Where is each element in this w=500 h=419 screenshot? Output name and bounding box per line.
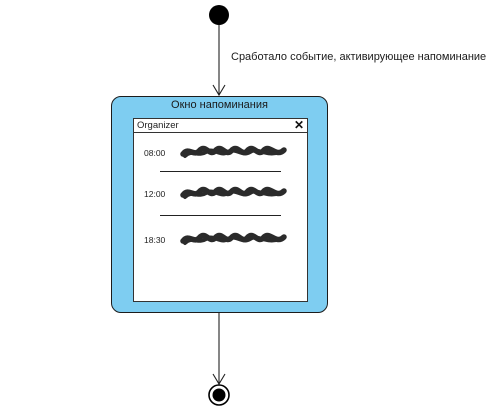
organizer-window: Organizer ✕ 08:00 12:00 18:30 — [133, 118, 308, 302]
transition-arrowhead-top — [212, 84, 226, 97]
window-title: Organizer — [137, 120, 179, 131]
entry-divider — [160, 171, 281, 172]
scribble-icon — [180, 186, 287, 199]
state-title: Окно напоминания — [171, 99, 268, 111]
entry-divider — [160, 215, 281, 216]
transition-arrowhead-bottom — [212, 373, 226, 386]
entry-time: 08:00 — [144, 148, 166, 158]
scribble-icon — [180, 145, 287, 158]
entry-time: 12:00 — [144, 189, 166, 199]
reminder-window-state: Окно напоминания Organizer ✕ 08:00 12:00… — [111, 96, 328, 313]
entry-time: 18:30 — [144, 235, 166, 245]
close-icon[interactable]: ✕ — [293, 118, 304, 132]
transition-event-label: Сработало событие, активирующее напомина… — [231, 51, 487, 63]
window-titlebar: Organizer ✕ — [134, 118, 307, 133]
initial-node-icon — [209, 5, 229, 25]
scribble-icon — [180, 232, 287, 245]
final-node-icon — [208, 384, 230, 406]
